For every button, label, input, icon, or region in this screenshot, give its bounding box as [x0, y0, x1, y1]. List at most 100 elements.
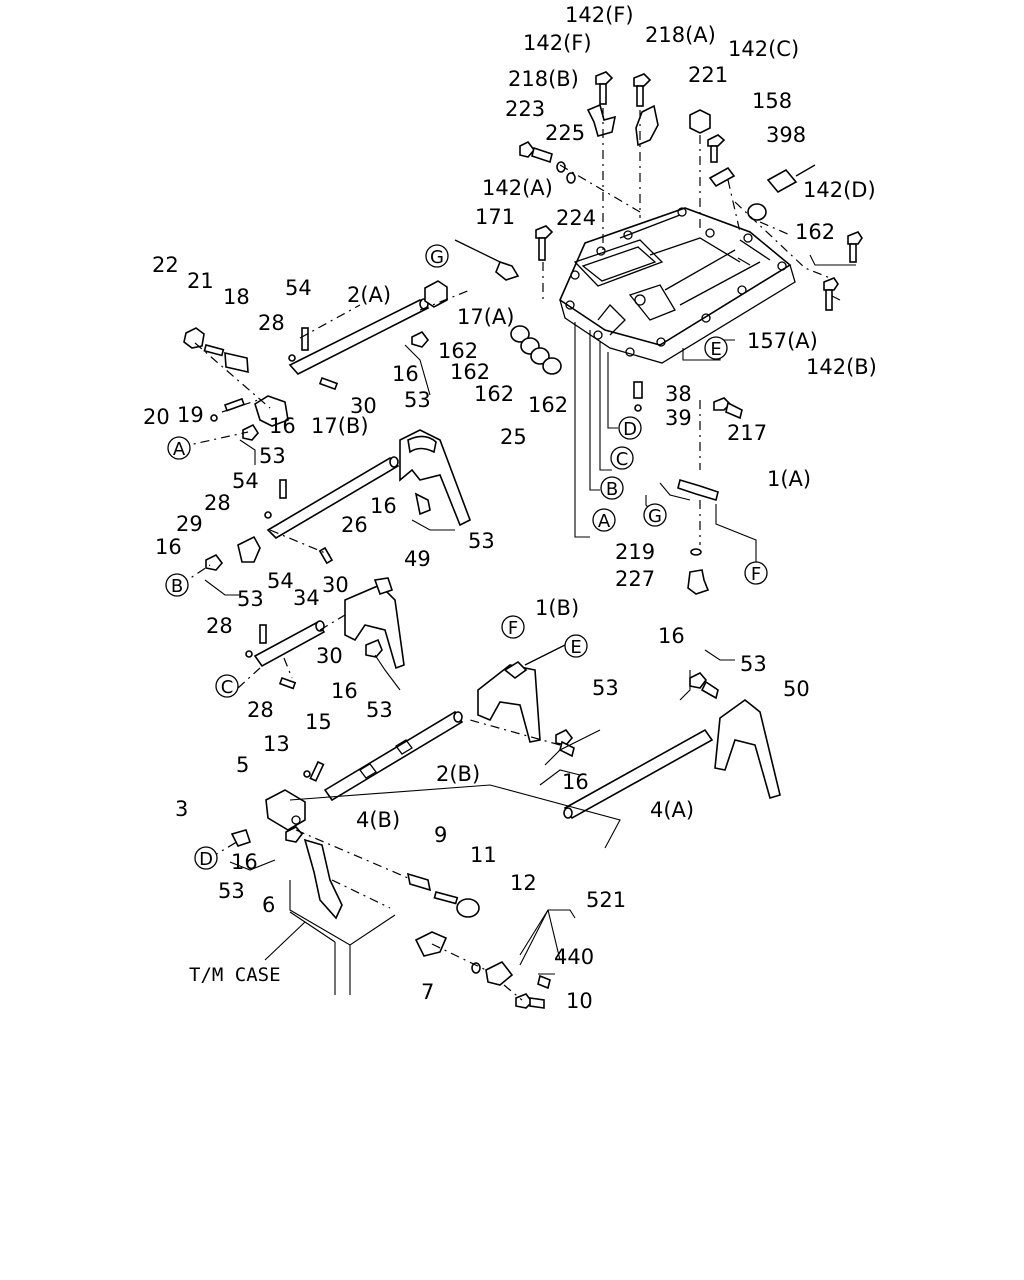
label-2b: 2(B) — [436, 762, 480, 786]
label-16-f: 16 — [658, 624, 685, 648]
label-9: 9 — [434, 823, 447, 847]
label-53-h: 53 — [218, 879, 245, 903]
callout-c-1: C — [215, 674, 239, 698]
callout-a-2: A — [592, 508, 616, 532]
label-30-mid: 30 — [322, 573, 349, 597]
label-219: 219 — [615, 540, 655, 564]
label-50: 50 — [783, 677, 810, 701]
label-25: 25 — [500, 425, 527, 449]
label-224: 224 — [556, 206, 596, 230]
label-15: 15 — [305, 710, 332, 734]
svg-text:F: F — [751, 564, 761, 585]
label-1b: 1(B) — [535, 596, 579, 620]
label-4a: 4(A) — [650, 798, 694, 822]
svg-text:C: C — [616, 449, 629, 470]
label-28-mid: 28 — [204, 491, 231, 515]
svg-text:C: C — [221, 677, 234, 698]
label-28-bottom: 28 — [247, 698, 274, 722]
callout-f-2: F — [744, 561, 768, 585]
callout-e-1: E — [564, 634, 588, 658]
label-3: 3 — [175, 797, 188, 821]
label-16-e: 16 — [331, 679, 358, 703]
label-142b: 142(B) — [806, 355, 877, 379]
label-16-b: 16 — [269, 414, 296, 438]
shift-rods-and-forks — [183, 280, 781, 1009]
part-labels: 142(F) 142(F) 218(A) 218(B) 142(C) 221 1… — [143, 3, 877, 1013]
label-53-g: 53 — [740, 652, 767, 676]
label-225: 225 — [545, 121, 585, 145]
label-142c: 142(C) — [728, 37, 799, 61]
callout-g-1: G — [425, 244, 449, 268]
label-4b: 4(B) — [356, 808, 400, 832]
svg-text:B: B — [171, 576, 183, 597]
label-1a: 1(A) — [767, 467, 811, 491]
label-16-a: 16 — [392, 362, 419, 386]
cover-bolts-and-brackets — [454, 71, 863, 595]
label-54-low: 54 — [267, 569, 294, 593]
label-218a: 218(A) — [645, 23, 716, 47]
label-39: 39 — [665, 406, 692, 430]
callout-c-2: C — [610, 446, 634, 470]
label-30-low: 30 — [316, 644, 343, 668]
label-11: 11 — [470, 843, 497, 867]
callout-d-2: D — [618, 416, 642, 440]
label-6: 6 — [262, 893, 275, 917]
cover-leader-lines — [542, 108, 856, 566]
label-142a: 142(A) — [482, 176, 553, 200]
reference-frames — [204, 344, 735, 995]
label-16-h: 16 — [231, 850, 258, 874]
label-7: 7 — [421, 980, 434, 1004]
label-12: 12 — [510, 871, 537, 895]
label-218b: 218(B) — [508, 67, 579, 91]
callout-b-1: B — [165, 573, 189, 597]
label-54-mid: 54 — [232, 469, 259, 493]
label-157a: 157(A) — [747, 329, 818, 353]
svg-text:D: D — [623, 419, 637, 440]
label-398: 398 — [766, 123, 806, 147]
svg-text:E: E — [710, 339, 721, 360]
svg-text:G: G — [648, 506, 662, 527]
label-53-d: 53 — [237, 587, 264, 611]
label-217: 217 — [727, 421, 767, 445]
label-16-c: 16 — [370, 494, 397, 518]
label-49: 49 — [404, 547, 431, 571]
label-28-top: 28 — [258, 311, 285, 335]
label-158: 158 — [752, 89, 792, 113]
label-16-d: 16 — [155, 535, 182, 559]
label-20: 20 — [143, 405, 170, 429]
label-142d: 142(D) — [803, 178, 876, 202]
callout-g-2: G — [643, 503, 667, 527]
svg-text:A: A — [173, 439, 186, 460]
label-440: 440 — [554, 945, 594, 969]
label-221: 221 — [688, 63, 728, 87]
label-162-right: 162 — [795, 220, 835, 244]
label-53-b: 53 — [259, 444, 286, 468]
svg-text:E: E — [570, 637, 581, 658]
label-34: 34 — [293, 586, 320, 610]
label-162-d: 162 — [528, 393, 568, 417]
label-2a: 2(A) — [347, 283, 391, 307]
label-18: 18 — [223, 285, 250, 309]
label-10: 10 — [566, 989, 593, 1013]
label-28-low: 28 — [206, 614, 233, 638]
label-162-b: 162 — [450, 360, 490, 384]
label-53-a: 53 — [404, 388, 431, 412]
label-17a: 17(A) — [457, 305, 514, 329]
callout-a-1: A — [167, 436, 191, 460]
svg-text:F: F — [508, 618, 518, 639]
label-5: 5 — [236, 753, 249, 777]
label-21: 21 — [187, 269, 214, 293]
label-142f-b: 142(F) — [523, 31, 592, 55]
label-22: 22 — [152, 253, 179, 277]
label-26: 26 — [341, 513, 368, 537]
label-53-f: 53 — [592, 676, 619, 700]
callout-d-1: D — [194, 846, 218, 870]
shaft-alignment-lines — [179, 289, 561, 1001]
label-30-top: 30 — [350, 394, 377, 418]
svg-text:G: G — [430, 247, 444, 268]
svg-text:A: A — [598, 511, 611, 532]
svg-text:D: D — [199, 849, 213, 870]
label-227: 227 — [615, 567, 655, 591]
label-142f-a: 142(F) — [565, 3, 634, 27]
